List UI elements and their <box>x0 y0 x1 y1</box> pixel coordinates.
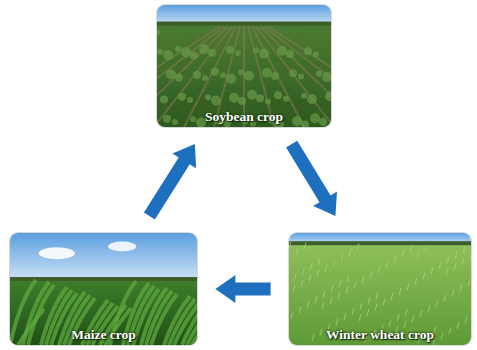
cycle-arrow <box>286 141 337 216</box>
crop-photo-tile: Soybean crop <box>157 5 331 127</box>
crop-label: Winter wheat crop <box>289 326 471 343</box>
cycle-arrow <box>215 275 270 303</box>
crop-label: Soybean crop <box>157 108 331 125</box>
crop-photo <box>157 5 331 127</box>
crop-label: Maize crop <box>10 326 197 343</box>
crop-photo-tile: Winter wheat crop <box>289 233 471 345</box>
crop-photo-tile: Maize crop <box>10 233 197 345</box>
cycle-arrow <box>144 144 196 220</box>
